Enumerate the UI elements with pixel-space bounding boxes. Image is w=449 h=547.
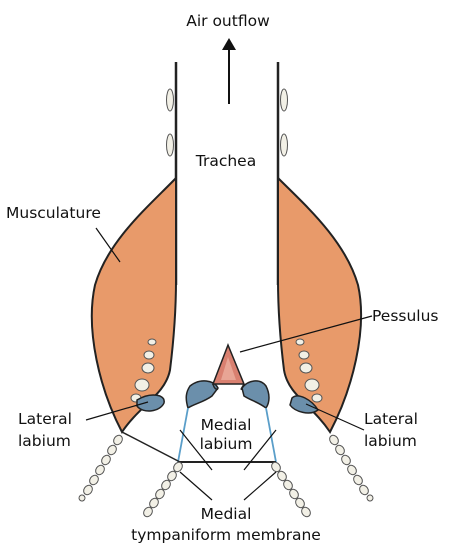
label-lateral-labium-right-1: Lateral <box>364 410 418 428</box>
mtm-right <box>266 408 276 462</box>
outline-left-lower <box>122 432 180 462</box>
label-air-outflow: Air outflow <box>186 12 270 30</box>
bronchus-right-inner <box>270 461 312 519</box>
leader-mtm-left-down <box>180 472 212 500</box>
musculature-right <box>278 178 361 432</box>
medial-labium-right <box>242 381 269 408</box>
label-pessulus: Pessulus <box>372 307 439 325</box>
mtm-left <box>178 408 188 462</box>
label-mtm-1: Medial <box>201 505 252 523</box>
bronchus-left <box>78 434 124 503</box>
airflow-arrow-head <box>222 38 236 50</box>
label-medial-labium-2: labium <box>200 435 253 453</box>
lateral-labium-left <box>137 395 164 411</box>
label-lateral-labium-left-1: Lateral <box>18 410 72 428</box>
label-lateral-labium-right-2: labium <box>364 432 417 450</box>
label-medial-labium-1: Medial <box>201 416 252 434</box>
label-trachea: Trachea <box>195 152 256 170</box>
label-musculature: Musculature <box>6 204 101 222</box>
leader-mtm-right-down <box>244 472 276 500</box>
label-lateral-labium-left-2: labium <box>18 432 71 450</box>
label-mtm-2: tympaniform membrane <box>131 526 321 544</box>
bronchus-left-inner <box>142 461 184 519</box>
